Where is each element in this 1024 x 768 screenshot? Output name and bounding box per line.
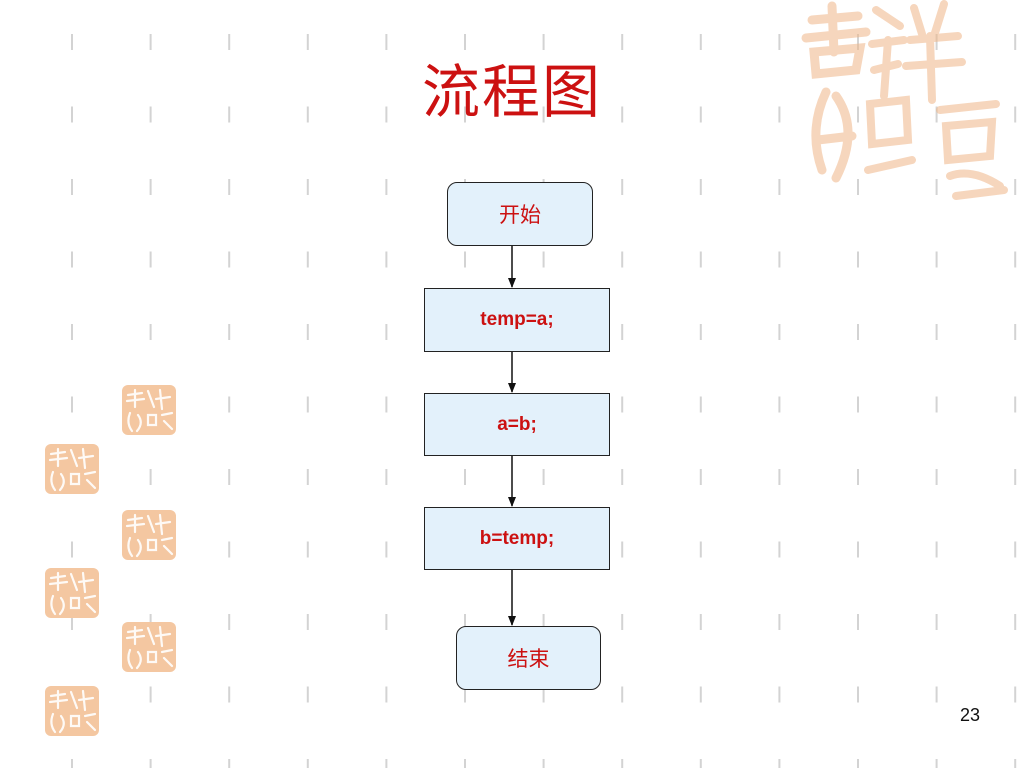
flow-node-b-assign-label: b=temp;	[479, 527, 555, 549]
small-seal-group	[45, 385, 176, 736]
jixiang-seal-small-icon	[122, 385, 176, 435]
flow-node-a-assign: a=b;	[424, 393, 610, 456]
page-number: 23	[959, 705, 981, 725]
jixiang-seal-small-icon	[122, 510, 176, 560]
flow-node-start-label: 开始	[499, 204, 541, 227]
dash-grid	[71, 34, 1017, 768]
flow-node-end-label: 结束	[507, 648, 550, 671]
slide-title: 流程图	[421, 58, 602, 126]
jixiang-seal-small-icon	[122, 622, 176, 672]
flow-node-temp-assign: temp=a;	[424, 288, 610, 352]
flow-node-end: 结束	[456, 626, 601, 690]
flow-node-start: 开始	[447, 182, 593, 246]
jixiang-seal-small-icon	[45, 568, 99, 618]
flow-node-b-assign: b=temp;	[424, 507, 610, 570]
jixiang-seal-large-icon	[801, 0, 1008, 200]
flow-node-a-assign-label: a=b;	[497, 413, 537, 435]
flow-node-temp-assign-label: temp=a;	[480, 309, 554, 330]
jixiang-seal-small-icon	[45, 686, 99, 736]
jixiang-seal-small-icon	[45, 444, 99, 494]
